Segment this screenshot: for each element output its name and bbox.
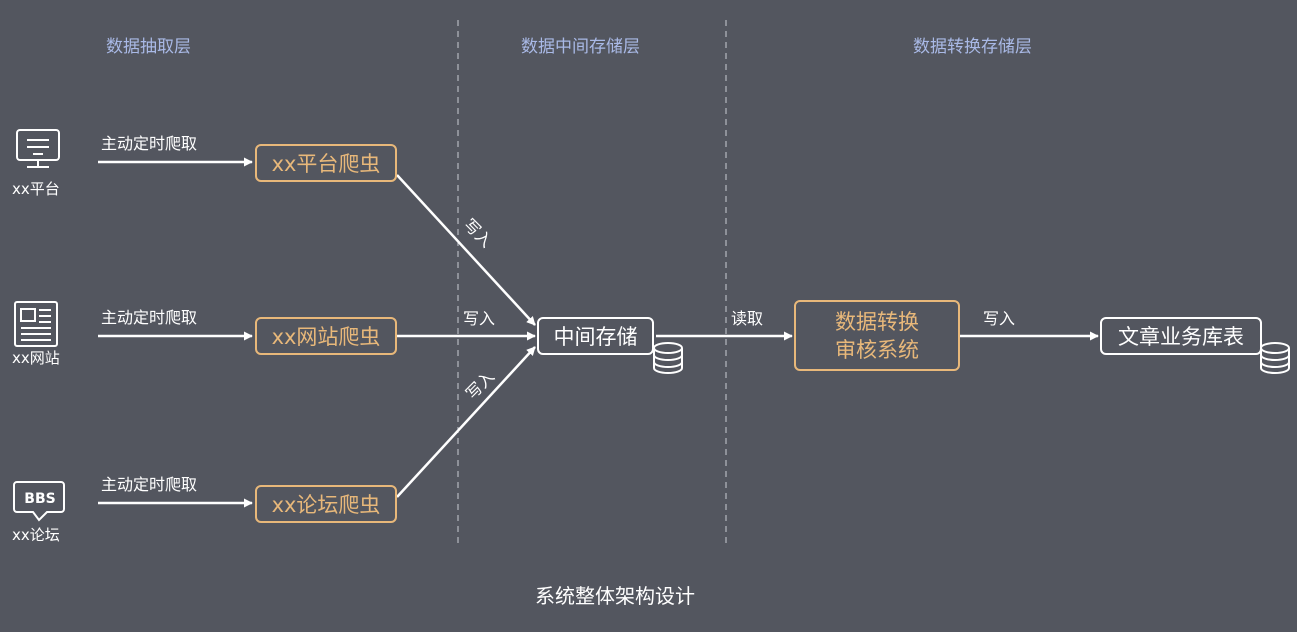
layer-title-extract: 数据抽取层 xyxy=(106,37,191,57)
write-label-table: 写入 xyxy=(983,309,1016,328)
convert-system-box: 数据转换 审核系统 xyxy=(794,300,960,371)
intermediate-store-label: 中间存储 xyxy=(553,325,638,349)
bbs-icon: BBS xyxy=(13,481,65,522)
newspaper-icon xyxy=(14,301,58,347)
database-icon-table xyxy=(1260,342,1290,374)
article-table-label: 文章业务库表 xyxy=(1118,325,1244,349)
diagram-caption: 系统整体架构设计 xyxy=(535,584,695,608)
layer-title-transform: 数据转换存储层 xyxy=(913,37,1032,57)
source-label-forum: xx论坛 xyxy=(12,526,60,544)
database-icon-intermediate xyxy=(653,342,683,374)
crawl-label-website: 主动定时爬取 xyxy=(101,308,198,327)
write-arrow-forum xyxy=(396,346,536,498)
article-table-box: 文章业务库表 xyxy=(1100,317,1262,355)
monitor-icon xyxy=(16,129,60,168)
crawler-label-platform: xx平台爬虫 xyxy=(271,152,381,176)
write-label-website: 写入 xyxy=(463,309,496,328)
intermediate-store-box: 中间存储 xyxy=(537,317,654,355)
source-label-website: xx网站 xyxy=(12,349,60,367)
read-label: 读取 xyxy=(731,309,764,328)
convert-system-line2: 审核系统 xyxy=(835,337,919,362)
crawler-box-platform: xx平台爬虫 xyxy=(255,144,397,182)
crawl-label-platform: 主动定时爬取 xyxy=(101,134,198,153)
crawl-label-forum: 主动定时爬取 xyxy=(101,475,198,494)
crawler-label-forum: xx论坛爬虫 xyxy=(271,493,381,517)
convert-system-line1: 数据转换 xyxy=(835,309,919,334)
crawler-box-forum: xx论坛爬虫 xyxy=(255,485,397,523)
crawler-label-website: xx网站爬虫 xyxy=(271,325,381,349)
source-label-platform: xx平台 xyxy=(12,180,60,198)
bbs-icon-text: BBS xyxy=(24,491,55,507)
write-arrow-platform xyxy=(396,174,536,326)
crawler-box-website: xx网站爬虫 xyxy=(255,317,397,355)
layer-title-intermediate: 数据中间存储层 xyxy=(521,37,640,57)
